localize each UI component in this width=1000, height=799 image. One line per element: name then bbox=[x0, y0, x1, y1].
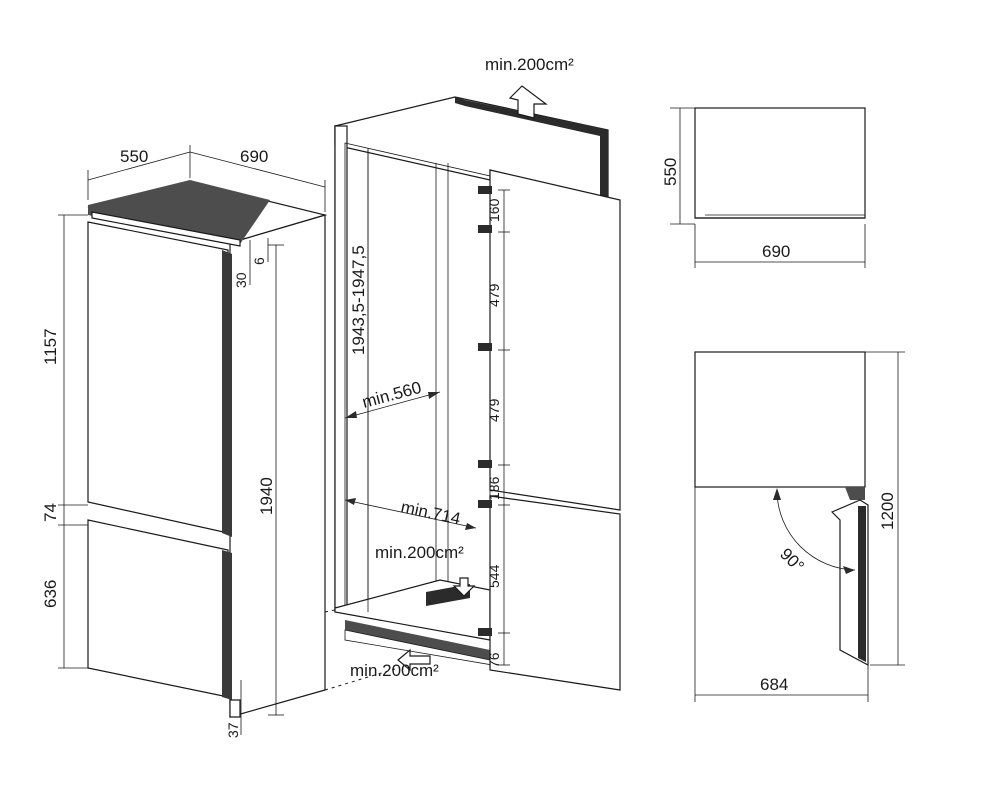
dim-top-clearance: 30 bbox=[233, 272, 249, 288]
dim-hinge-1: 160 bbox=[486, 198, 502, 222]
appliance-top-rail bbox=[88, 180, 270, 244]
dim-gap: 74 bbox=[41, 503, 60, 522]
dim-top-view-depth: 550 bbox=[661, 158, 680, 186]
niche-lower-door bbox=[489, 495, 621, 691]
dim-appliance-width: 690 bbox=[240, 147, 268, 166]
dim-door-width: 684 bbox=[760, 675, 788, 694]
dim-hinge-3: 479 bbox=[486, 398, 502, 422]
dim-niche-width: min.560 bbox=[360, 378, 423, 412]
dim-hinge-4: 186 bbox=[486, 476, 502, 500]
niche-top bbox=[334, 96, 609, 201]
vent-top-label: min.200cm² bbox=[485, 55, 574, 74]
appliance-view: 550 690 1157 74 636 1940 30 6 37 bbox=[41, 145, 328, 738]
niche-upper-door bbox=[489, 169, 621, 511]
vent-bottom-arrow bbox=[397, 648, 431, 672]
dim-hinge-2: 479 bbox=[486, 283, 502, 307]
dim-niche-depth: min.714 bbox=[399, 497, 462, 528]
dim-appliance-depth: 550 bbox=[120, 147, 148, 166]
dim-total-height: 1940 bbox=[257, 477, 276, 515]
niche-view: 160 479 479 186 544 76 1943,5-1947,5 min… bbox=[324, 55, 621, 691]
vent-bottom-label: min.200cm² bbox=[350, 661, 439, 680]
dim-top-offset: 6 bbox=[251, 257, 267, 265]
door-opening-box bbox=[694, 351, 866, 488]
dim-upper-height: 1157 bbox=[41, 328, 60, 365]
top-view: 550 690 bbox=[661, 107, 866, 268]
top-view-box bbox=[694, 107, 866, 219]
vent-mid-label: min.200cm² bbox=[375, 543, 464, 562]
dim-lower-height: 636 bbox=[41, 580, 60, 608]
appliance-lower-door bbox=[87, 519, 229, 698]
appliance-upper-door bbox=[87, 221, 229, 534]
door-opening-view: 90° 1200 684 bbox=[694, 351, 905, 702]
dim-niche-height: 1943,5-1947,5 bbox=[349, 245, 368, 355]
dim-hinge-5: 544 bbox=[486, 564, 502, 588]
vent-top-arrow bbox=[508, 85, 548, 119]
appliance-side-panel bbox=[229, 214, 326, 718]
dim-door-height: 1200 bbox=[878, 492, 897, 530]
vent-mid-arrow bbox=[452, 577, 476, 597]
dim-top-view-width: 690 bbox=[762, 242, 790, 261]
dim-base-offset: 37 bbox=[225, 722, 241, 738]
dim-hinge-6: 76 bbox=[486, 652, 502, 668]
